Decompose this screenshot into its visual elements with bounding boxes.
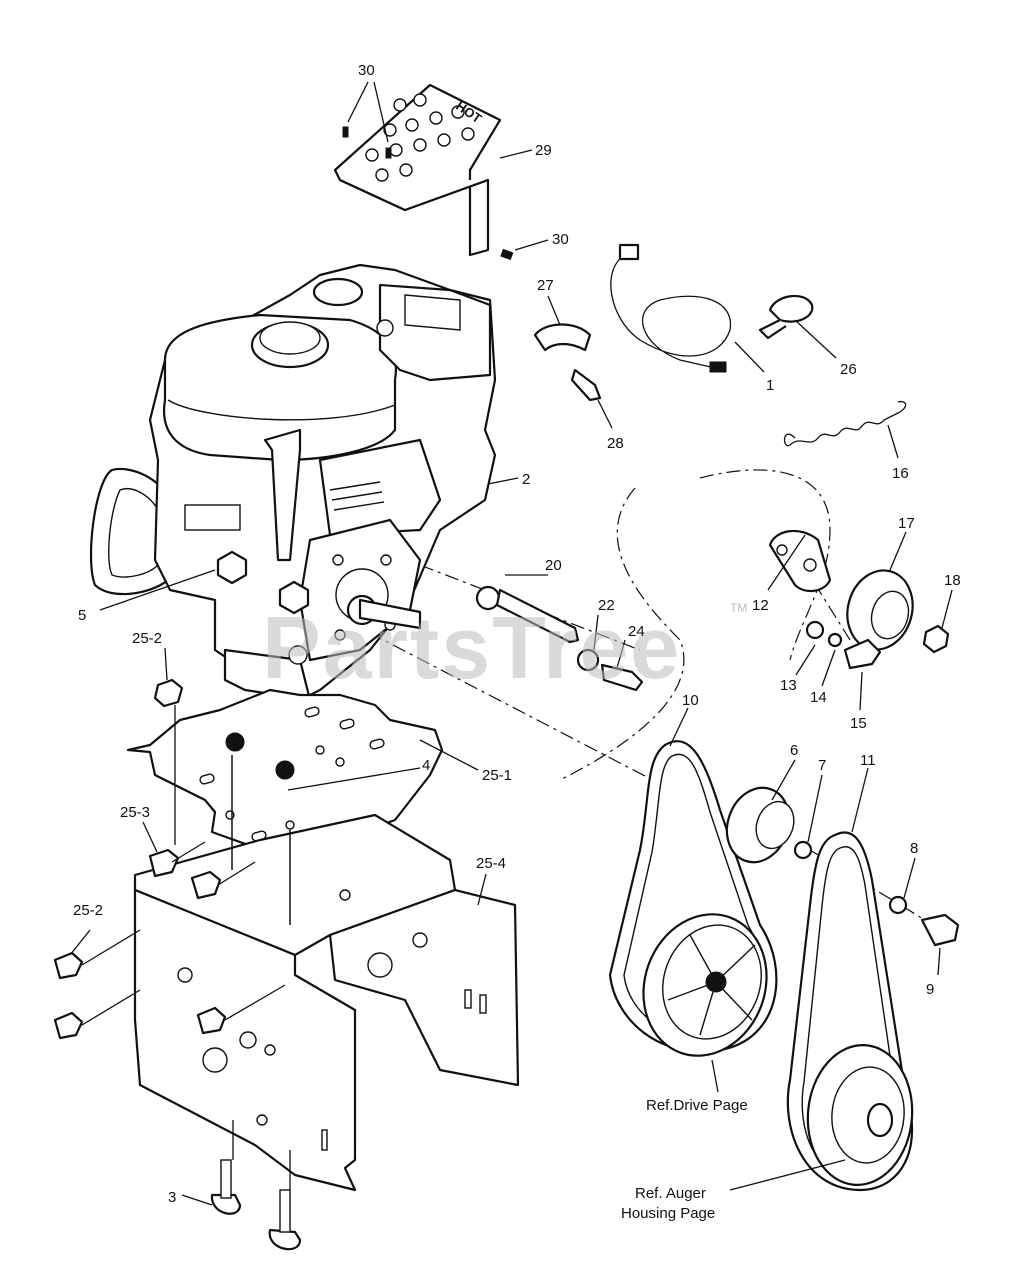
callout-17: 17 bbox=[898, 515, 915, 532]
screw-30-icon bbox=[342, 126, 514, 261]
ref-drive-page: Ref.Drive Page bbox=[646, 1097, 748, 1114]
callout-24: 24 bbox=[628, 623, 645, 640]
callout-6: 6 bbox=[790, 742, 798, 759]
callout-25-1: 25-1 bbox=[482, 767, 512, 784]
callout-2: 2 bbox=[522, 471, 530, 488]
callout-27: 27 bbox=[537, 277, 554, 294]
cable-and-controls bbox=[533, 243, 814, 402]
watermark-tm: TM bbox=[730, 601, 747, 615]
reference-notes: Ref.Drive Page Ref. Auger Housing Page bbox=[621, 1097, 748, 1222]
bolt-icons bbox=[53, 678, 302, 1251]
idler-assembly bbox=[768, 400, 950, 670]
callout-28: 28 bbox=[607, 435, 624, 452]
callout-11: 11 bbox=[860, 752, 876, 769]
callout-1: 1 bbox=[766, 377, 774, 394]
callout-30b: 30 bbox=[552, 231, 569, 248]
engine bbox=[89, 263, 497, 702]
callout-14: 14 bbox=[810, 689, 827, 706]
callout-18: 18 bbox=[944, 572, 961, 589]
callout-15: 15 bbox=[850, 715, 867, 732]
callout-4: 4 bbox=[422, 757, 430, 774]
callout-22: 22 bbox=[598, 597, 615, 614]
guard-holes bbox=[365, 93, 475, 182]
frame-housing bbox=[133, 813, 520, 1192]
leader-lines bbox=[69, 81, 953, 1206]
callout-7: 7 bbox=[818, 757, 826, 774]
watermark-brand: PartsTree bbox=[262, 598, 681, 697]
callout-5: 5 bbox=[78, 607, 86, 624]
callout-25-3: 25-3 bbox=[120, 804, 150, 821]
callout-20: 20 bbox=[545, 557, 562, 574]
callout-12: 12 bbox=[752, 597, 769, 614]
ref-auger-line2: Housing Page bbox=[621, 1205, 715, 1222]
callout-3: 3 bbox=[168, 1189, 176, 1206]
callout-labels: 30 29 30 27 28 1 26 16 2 5 20 22 24 12 1… bbox=[73, 62, 961, 1206]
frame-holes bbox=[177, 889, 487, 1151]
callout-29: 29 bbox=[535, 142, 552, 159]
callout-8: 8 bbox=[910, 840, 918, 857]
callout-10: 10 bbox=[682, 692, 699, 709]
callout-25-2a: 25-2 bbox=[132, 630, 162, 647]
belts-and-pulleys bbox=[608, 740, 960, 1192]
engine-mount-plate bbox=[126, 688, 444, 887]
callout-26: 26 bbox=[840, 361, 857, 378]
shaft-hardware bbox=[475, 585, 644, 692]
heat-guard: HOT bbox=[333, 83, 502, 257]
callout-16: 16 bbox=[892, 465, 909, 482]
callout-30a: 30 bbox=[358, 62, 375, 79]
callout-25-2b: 25-2 bbox=[73, 902, 103, 919]
callout-9: 9 bbox=[926, 981, 934, 998]
ref-auger-line1: Ref. Auger bbox=[635, 1185, 706, 1202]
callout-25-4: 25-4 bbox=[476, 855, 506, 872]
callout-13: 13 bbox=[780, 677, 797, 694]
